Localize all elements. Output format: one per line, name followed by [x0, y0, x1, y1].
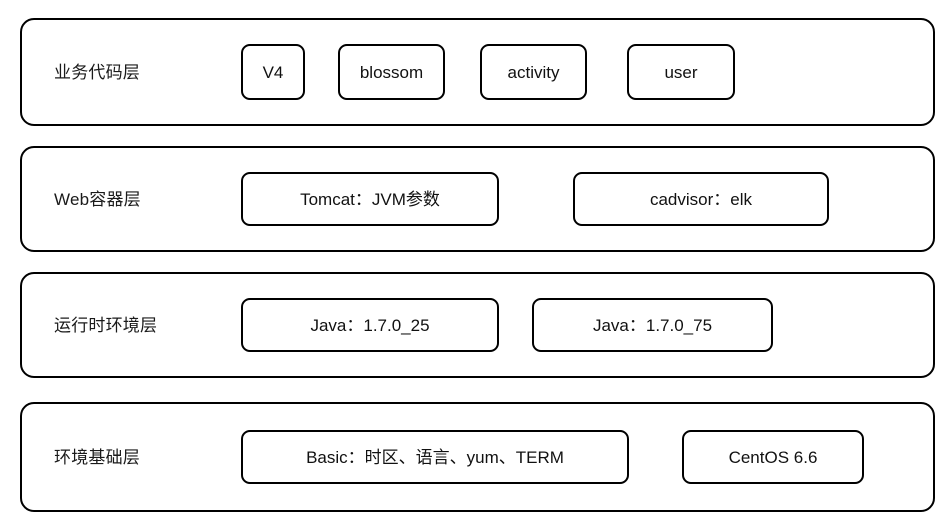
layer-label-web-container: Web容器层	[54, 189, 141, 209]
item-box-user[interactable]: user	[627, 44, 735, 100]
layer-items-business-code: V4 blossom activity user	[241, 20, 735, 124]
item-box-java-1-7-0-75[interactable]: Java：1.7.0_75	[532, 298, 773, 352]
layer-items-runtime-environment: Java：1.7.0_25 Java：1.7.0_75	[241, 274, 773, 376]
item-box-activity[interactable]: activity	[480, 44, 587, 100]
layer-business-code: 业务代码层 V4 blossom activity user	[20, 18, 935, 126]
layer-label-business-code: 业务代码层	[54, 62, 140, 82]
layer-label-runtime-environment: 运行时环境层	[54, 315, 158, 335]
item-box-cadvisor[interactable]: cadvisor：elk	[573, 172, 829, 226]
item-box-centos[interactable]: CentOS 6.6	[682, 430, 864, 484]
item-box-java-1-7-0-25[interactable]: Java：1.7.0_25	[241, 298, 499, 352]
item-box-blossom[interactable]: blossom	[338, 44, 445, 100]
layer-items-web-container: Tomcat：JVM参数 cadvisor：elk	[241, 148, 829, 250]
layer-web-container: Web容器层 Tomcat：JVM参数 cadvisor：elk	[20, 146, 935, 252]
layer-runtime-environment: 运行时环境层 Java：1.7.0_25 Java：1.7.0_75	[20, 272, 935, 378]
item-box-v4[interactable]: V4	[241, 44, 305, 100]
item-box-tomcat[interactable]: Tomcat：JVM参数	[241, 172, 499, 226]
layer-label-environment-base: 环境基础层	[54, 447, 140, 467]
item-box-basic[interactable]: Basic：时区、语言、yum、TERM	[241, 430, 629, 484]
layer-items-environment-base: Basic：时区、语言、yum、TERM CentOS 6.6	[241, 404, 864, 510]
layer-environment-base: 环境基础层 Basic：时区、语言、yum、TERM CentOS 6.6	[20, 402, 935, 512]
